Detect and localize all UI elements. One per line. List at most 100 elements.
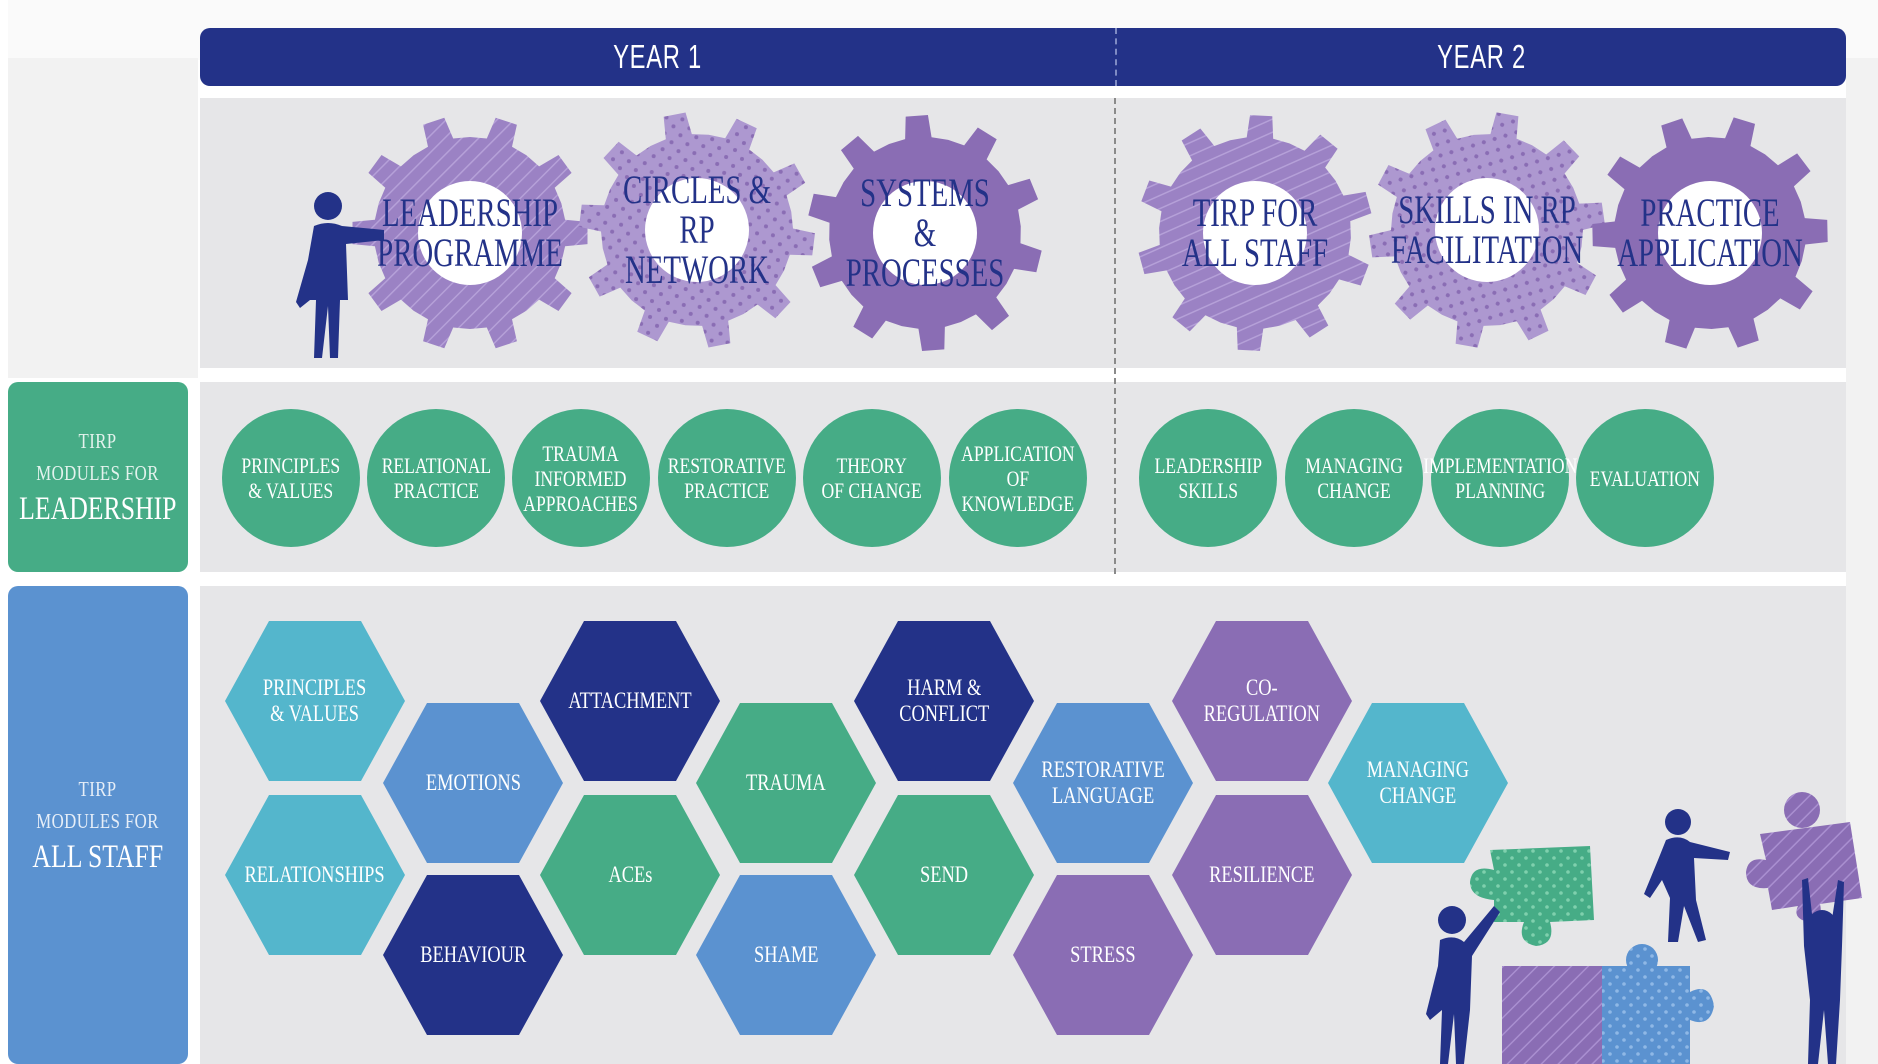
gear-shape-icon — [1138, 115, 1372, 351]
all-staff-module: STRESS — [1011, 873, 1195, 1037]
all-staff-module: RESTORATIVE LANGUAGE — [1011, 701, 1195, 865]
all-staff-module-label-wrap: MANAGING CHANGE — [1326, 701, 1510, 865]
all-staff-module: PRINCIPLES & VALUES — [223, 619, 407, 783]
all-staff-module-label: RESTORATIVE LANGUAGE — [1041, 757, 1165, 808]
hexagon-shape-icon — [1172, 621, 1352, 781]
all-staff-module-label-wrap: CO- REGULATION — [1170, 619, 1354, 783]
gear-5: SKILLS IN RP FACILITATION — [1367, 110, 1607, 350]
all-staff-module: CO- REGULATION — [1170, 619, 1354, 783]
gear-label: TIRP FOR ALL STAFF — [1181, 190, 1329, 275]
leadership-module-label: APPLICATION OF KNOWLEDGE — [961, 440, 1075, 516]
all-staff-module-label-wrap: PRINCIPLES & VALUES — [223, 619, 407, 783]
hexagon-shape-icon — [383, 703, 563, 863]
leadership-module: EVALUATION — [1576, 409, 1714, 547]
hexagon-shape-icon — [696, 703, 876, 863]
hexagon-shape-icon — [1328, 703, 1508, 863]
all-staff-module-label: RELATIONSHIPS — [244, 862, 386, 887]
all-staff-module-label: PRINCIPLES & VALUES — [263, 675, 367, 726]
gear-shape-icon — [808, 115, 1042, 351]
all-staff-module: SEND — [852, 793, 1036, 957]
leadership-side-label: TIRP MODULES FOR LEADERSHIP — [8, 382, 188, 572]
all-staff-module-label-wrap: BEHAVIOUR — [381, 873, 565, 1037]
all-staff-module-label-wrap: ACEs — [538, 793, 722, 957]
gear-label: LEADERSHIP PROGRAMME — [377, 190, 563, 275]
people-building-puzzle-icon — [1426, 792, 1862, 1064]
leadership-module: RELATIONAL PRACTICE — [367, 409, 505, 547]
leadership-module-label: EVALUATION — [1589, 465, 1701, 491]
all-staff-module-label: ATTACHMENT — [568, 688, 692, 713]
leadership-module-label: RELATIONAL PRACTICE — [381, 453, 491, 503]
all-staff-module: SHAME — [694, 873, 878, 1037]
hexagon-shape-icon — [383, 875, 563, 1035]
all-staff-module: RESILIENCE — [1170, 793, 1354, 957]
gear-6: PRACTICE APPLICATION — [1590, 113, 1830, 353]
leadership-module: LEADERSHIP SKILLS — [1139, 409, 1277, 547]
all-staff-module-label-wrap: RESILIENCE — [1170, 793, 1354, 957]
all-staff-module-label: HARM & CONFLICT — [899, 675, 989, 726]
gear-shape-icon — [1369, 112, 1605, 348]
leadership-module-label: THEORY OF CHANGE — [821, 453, 923, 503]
leadership-module: APPLICATION OF KNOWLEDGE — [949, 409, 1087, 547]
all-staff-side-label: TIRP MODULES FOR ALL STAFF — [8, 586, 188, 1064]
gear-4: TIRP FOR ALL STAFF — [1135, 113, 1375, 353]
hexagon-shape-icon — [1013, 703, 1193, 863]
hexagon-shape-icon — [540, 795, 720, 955]
all-staff-module: ACEs — [538, 793, 722, 957]
year-1-label: YEAR 1 — [613, 38, 702, 75]
hexagon-shape-icon — [1013, 875, 1193, 1035]
all-staff-module: ATTACHMENT — [538, 619, 722, 783]
all-staff-module-label-wrap: RESTORATIVE LANGUAGE — [1011, 701, 1195, 865]
all-staff-module-label: STRESS — [1070, 942, 1136, 967]
leadership-module-label: RESTORATIVE PRACTICE — [668, 453, 786, 503]
hexagon-shape-icon — [1172, 795, 1352, 955]
all-staff-module-label: CO- REGULATION — [1203, 675, 1321, 726]
gear-shape-icon — [1592, 117, 1828, 349]
all-staff-module-label-wrap: SHAME — [694, 873, 878, 1037]
all-staff-module: MANAGING CHANGE — [1326, 701, 1510, 865]
gear-label: CIRCLES & RP NETWORK — [622, 167, 772, 292]
gear-2: CIRCLES & RP NETWORK — [577, 110, 817, 350]
all-staff-module: BEHAVIOUR — [381, 873, 565, 1037]
all-staff-module-label: BEHAVIOUR — [419, 942, 526, 967]
gear-shape-icon — [579, 112, 815, 348]
hexagon-shape-icon — [854, 795, 1034, 955]
all-staff-label-small: TIRP MODULES FOR — [36, 777, 160, 833]
gear-label: SYSTEMS & PROCESSES — [845, 170, 1005, 295]
hexagon-shape-icon — [225, 621, 405, 781]
all-staff-module-label: SEND — [919, 862, 969, 887]
leadership-module-label: TRAUMA INFORMED APPROACHES — [523, 440, 639, 516]
all-staff-module-label-wrap: STRESS — [1011, 873, 1195, 1037]
leadership-module: IMPLEMENTATION PLANNING — [1423, 409, 1577, 547]
left-background — [8, 58, 198, 378]
gear-1: LEADERSHIP PROGRAMME — [350, 113, 590, 353]
hexagon-shape-icon — [696, 875, 876, 1035]
year-divider — [1114, 98, 1116, 574]
leadership-module-label: LEADERSHIP SKILLS — [1154, 453, 1262, 503]
hexagon-shape-icon — [540, 621, 720, 781]
year-header-bar: YEAR 1 YEAR 2 — [200, 28, 1846, 86]
leadership-module-label: MANAGING CHANGE — [1305, 453, 1403, 503]
leadership-module-label: IMPLEMENTATION PLANNING — [1422, 453, 1578, 503]
hexagon-shape-icon — [225, 795, 405, 955]
leadership-module-label: PRINCIPLES & VALUES — [241, 453, 341, 503]
all-staff-module-label: EMOTIONS — [425, 770, 521, 795]
all-staff-module-label-wrap: EMOTIONS — [381, 701, 565, 865]
person-pointing-icon — [296, 192, 384, 358]
year-separator — [1115, 28, 1117, 86]
all-staff-module-label: ACEs — [608, 862, 652, 887]
leadership-label-small: TIRP MODULES FOR — [36, 429, 160, 485]
leadership-module: RESTORATIVE PRACTICE — [658, 409, 796, 547]
all-staff-module-label-wrap: TRAUMA — [694, 701, 878, 865]
all-staff-module-label-wrap: SEND — [852, 793, 1036, 957]
leadership-module: TRAUMA INFORMED APPROACHES — [512, 409, 650, 547]
all-staff-module: TRAUMA — [694, 701, 878, 865]
all-staff-module-label: SHAME — [753, 942, 819, 967]
all-staff-module-label-wrap: HARM & CONFLICT — [852, 619, 1036, 783]
leadership-module: PRINCIPLES & VALUES — [222, 409, 360, 547]
leadership-module: THEORY OF CHANGE — [803, 409, 941, 547]
year-2-label: YEAR 2 — [1437, 38, 1526, 75]
gear-shape-icon — [352, 117, 588, 349]
gear-3: SYSTEMS & PROCESSES — [805, 113, 1045, 353]
all-staff-label-big: ALL STAFF — [32, 839, 164, 875]
all-staff-module-label-wrap: RELATIONSHIPS — [223, 793, 407, 957]
